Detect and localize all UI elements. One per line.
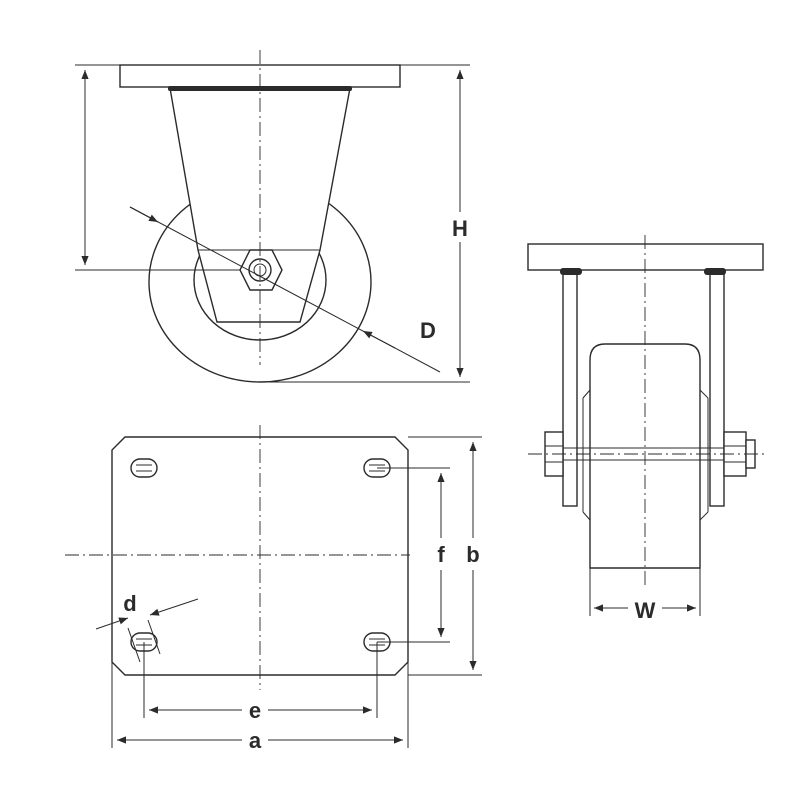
label-w: W [635, 598, 656, 623]
dimension-a [111, 662, 409, 754]
label-f: f [437, 542, 445, 567]
dimension-axle-height [75, 64, 240, 271]
label-b: b [466, 542, 479, 567]
dimension-w [589, 568, 701, 622]
dimension-e [143, 642, 378, 724]
dimension-d-wheel [129, 206, 441, 373]
label-e: e [249, 698, 261, 723]
front-fork-legs [562, 269, 725, 507]
dimension-f [377, 467, 450, 643]
dimension-b [408, 436, 484, 676]
side-axle-nut [239, 249, 283, 291]
dimension-h [262, 64, 472, 383]
label-a: a [249, 728, 262, 753]
side-view: H D [75, 50, 472, 383]
front-wheel [582, 343, 709, 569]
front-top-plate [527, 243, 764, 275]
label-h: H [452, 216, 468, 241]
label-d-wheel: D [420, 318, 436, 343]
front-view: W [527, 235, 765, 623]
dimension-d-slot [95, 598, 199, 663]
label-d-slot: d [123, 591, 136, 616]
plate-slot-top-left [130, 458, 158, 478]
plate-view: b f e a [65, 425, 484, 754]
